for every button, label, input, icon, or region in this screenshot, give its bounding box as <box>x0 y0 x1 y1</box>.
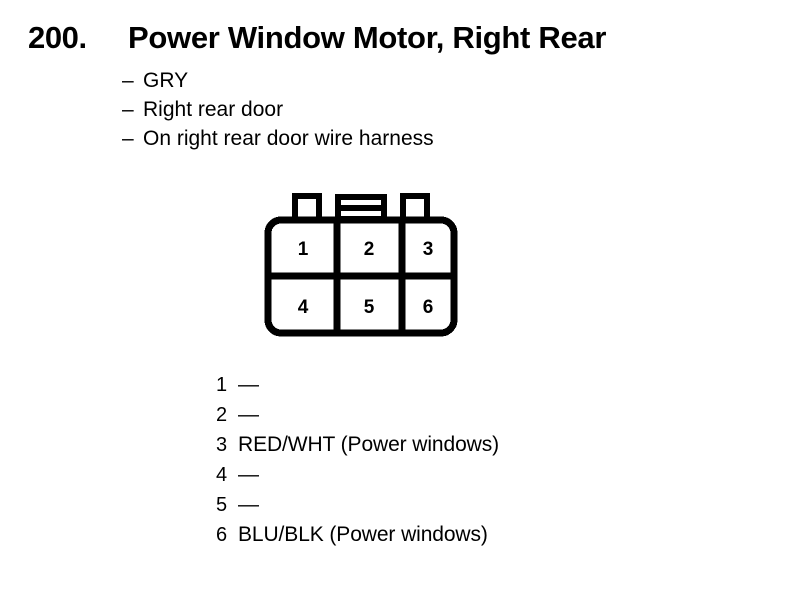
pin-number: 5 <box>216 494 228 516</box>
pin-row: 1 — <box>216 373 756 403</box>
pin-value: — <box>238 493 259 516</box>
connector-top-tab-right <box>400 193 430 223</box>
page-title: 200. Power Window Motor, Right Rear <box>28 20 768 56</box>
attribute-row: – Right rear door <box>122 98 722 127</box>
title-text: Power Window Motor, Right Rear <box>128 20 607 55</box>
pin-number: 3 <box>216 434 228 456</box>
connector-cell-5: 5 <box>364 297 375 318</box>
pin-number: 6 <box>216 524 228 546</box>
pin-row: 4 — <box>216 463 756 493</box>
pin-row: 5 — <box>216 493 756 523</box>
pin-number: 1 <box>216 374 228 396</box>
title-number: 200. <box>28 20 87 55</box>
connector-cell-1: 1 <box>298 239 309 260</box>
pin-value: — <box>238 403 259 426</box>
pin-assignment-list: 1 — 2 — 3 RED/WHT (Power windows) 4 — 5 … <box>216 373 756 553</box>
connector-pin-numbers: 1 2 3 4 5 6 <box>298 239 434 318</box>
attribute-label: On right rear door wire harness <box>143 127 434 150</box>
pin-row: 2 — <box>216 403 756 433</box>
connector-cell-2: 2 <box>364 239 375 260</box>
dash-marker-icon: – <box>122 69 134 92</box>
connector-cell-6: 6 <box>423 297 434 318</box>
pin-value: — <box>238 373 259 396</box>
attribute-list: – GRY – Right rear door – On right rear … <box>122 69 722 156</box>
connector-cell-3: 3 <box>423 239 434 260</box>
connector-cell-4: 4 <box>298 297 309 318</box>
pin-number: 2 <box>216 404 228 426</box>
dash-marker-icon: – <box>122 127 134 150</box>
attribute-label: GRY <box>143 69 189 92</box>
connector-shell <box>264 193 458 337</box>
connector-top-tab-left <box>292 193 322 223</box>
pin-row: 6 BLU/BLK (Power windows) <box>216 523 756 553</box>
attribute-label: Right rear door <box>143 98 284 121</box>
attribute-row: – GRY <box>122 69 722 98</box>
connector-body-outline <box>264 216 458 337</box>
connector-diagram: 1 2 3 4 5 6 <box>236 188 486 340</box>
pin-value: BLU/BLK (Power windows) <box>238 523 488 546</box>
pin-number: 4 <box>216 464 228 486</box>
attribute-row: – On right rear door wire harness <box>122 127 722 156</box>
pin-value: — <box>238 463 259 486</box>
dash-marker-icon: – <box>122 98 134 121</box>
pin-value: RED/WHT (Power windows) <box>238 433 500 456</box>
pin-row: 3 RED/WHT (Power windows) <box>216 433 756 463</box>
